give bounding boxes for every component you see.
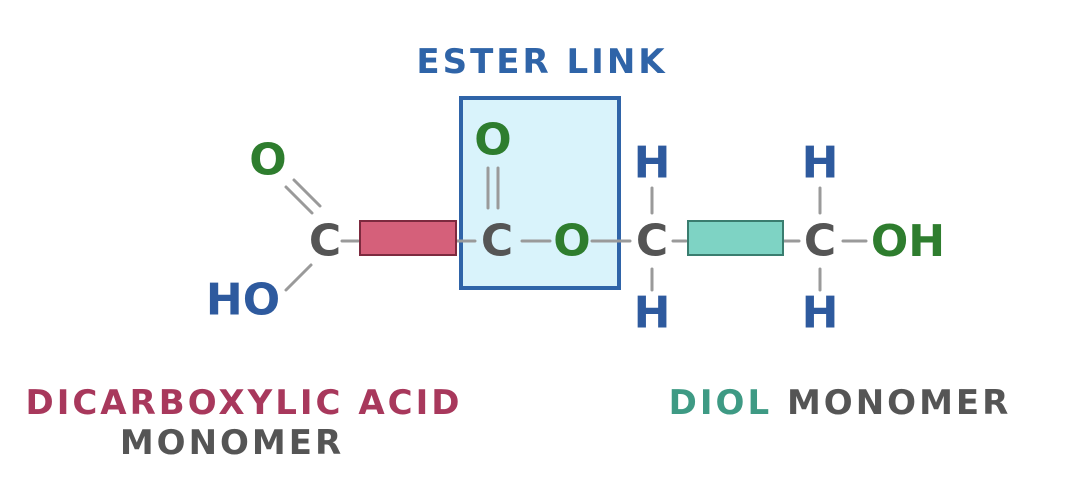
ester-link-label: ESTER LINK <box>416 42 667 82</box>
diol-caption: DIOL MONOMER <box>669 383 1012 423</box>
acid-caption-line1: DICARBOXYLIC ACID <box>25 383 462 423</box>
acid-carbonyl-oxygen: O <box>249 135 286 186</box>
ester-carbonyl-oxygen: O <box>474 115 511 166</box>
end-hydrogen-bottom: H <box>802 288 839 339</box>
ch2-hydrogen-top: H <box>634 138 671 189</box>
diol-caption-monomer: MONOMER <box>787 383 1011 423</box>
ch2-hydrogen-bottom: H <box>634 288 671 339</box>
bonds <box>284 166 868 292</box>
end-carbon: C <box>804 216 836 267</box>
acid-single-bond-ho <box>284 263 313 292</box>
diol-caption-word: DIOL <box>669 383 772 423</box>
acid-carbon: C <box>309 216 341 267</box>
acid-monomer-block <box>359 220 457 256</box>
ester-oxygen: O <box>553 216 590 267</box>
acid-caption-line2: MONOMER <box>120 423 344 463</box>
ester-carbon: C <box>481 216 513 267</box>
end-hydroxyl: OH <box>871 216 945 267</box>
end-hydroxyl-text: OH <box>871 216 945 267</box>
ch2-carbon: C <box>636 216 668 267</box>
acid-double-bond-b <box>292 178 322 208</box>
acid-double-bond-a <box>284 185 314 215</box>
acid-hydroxyl: HO <box>206 275 280 326</box>
end-hydrogen-top: H <box>802 138 839 189</box>
diol-monomer-block <box>687 220 784 256</box>
